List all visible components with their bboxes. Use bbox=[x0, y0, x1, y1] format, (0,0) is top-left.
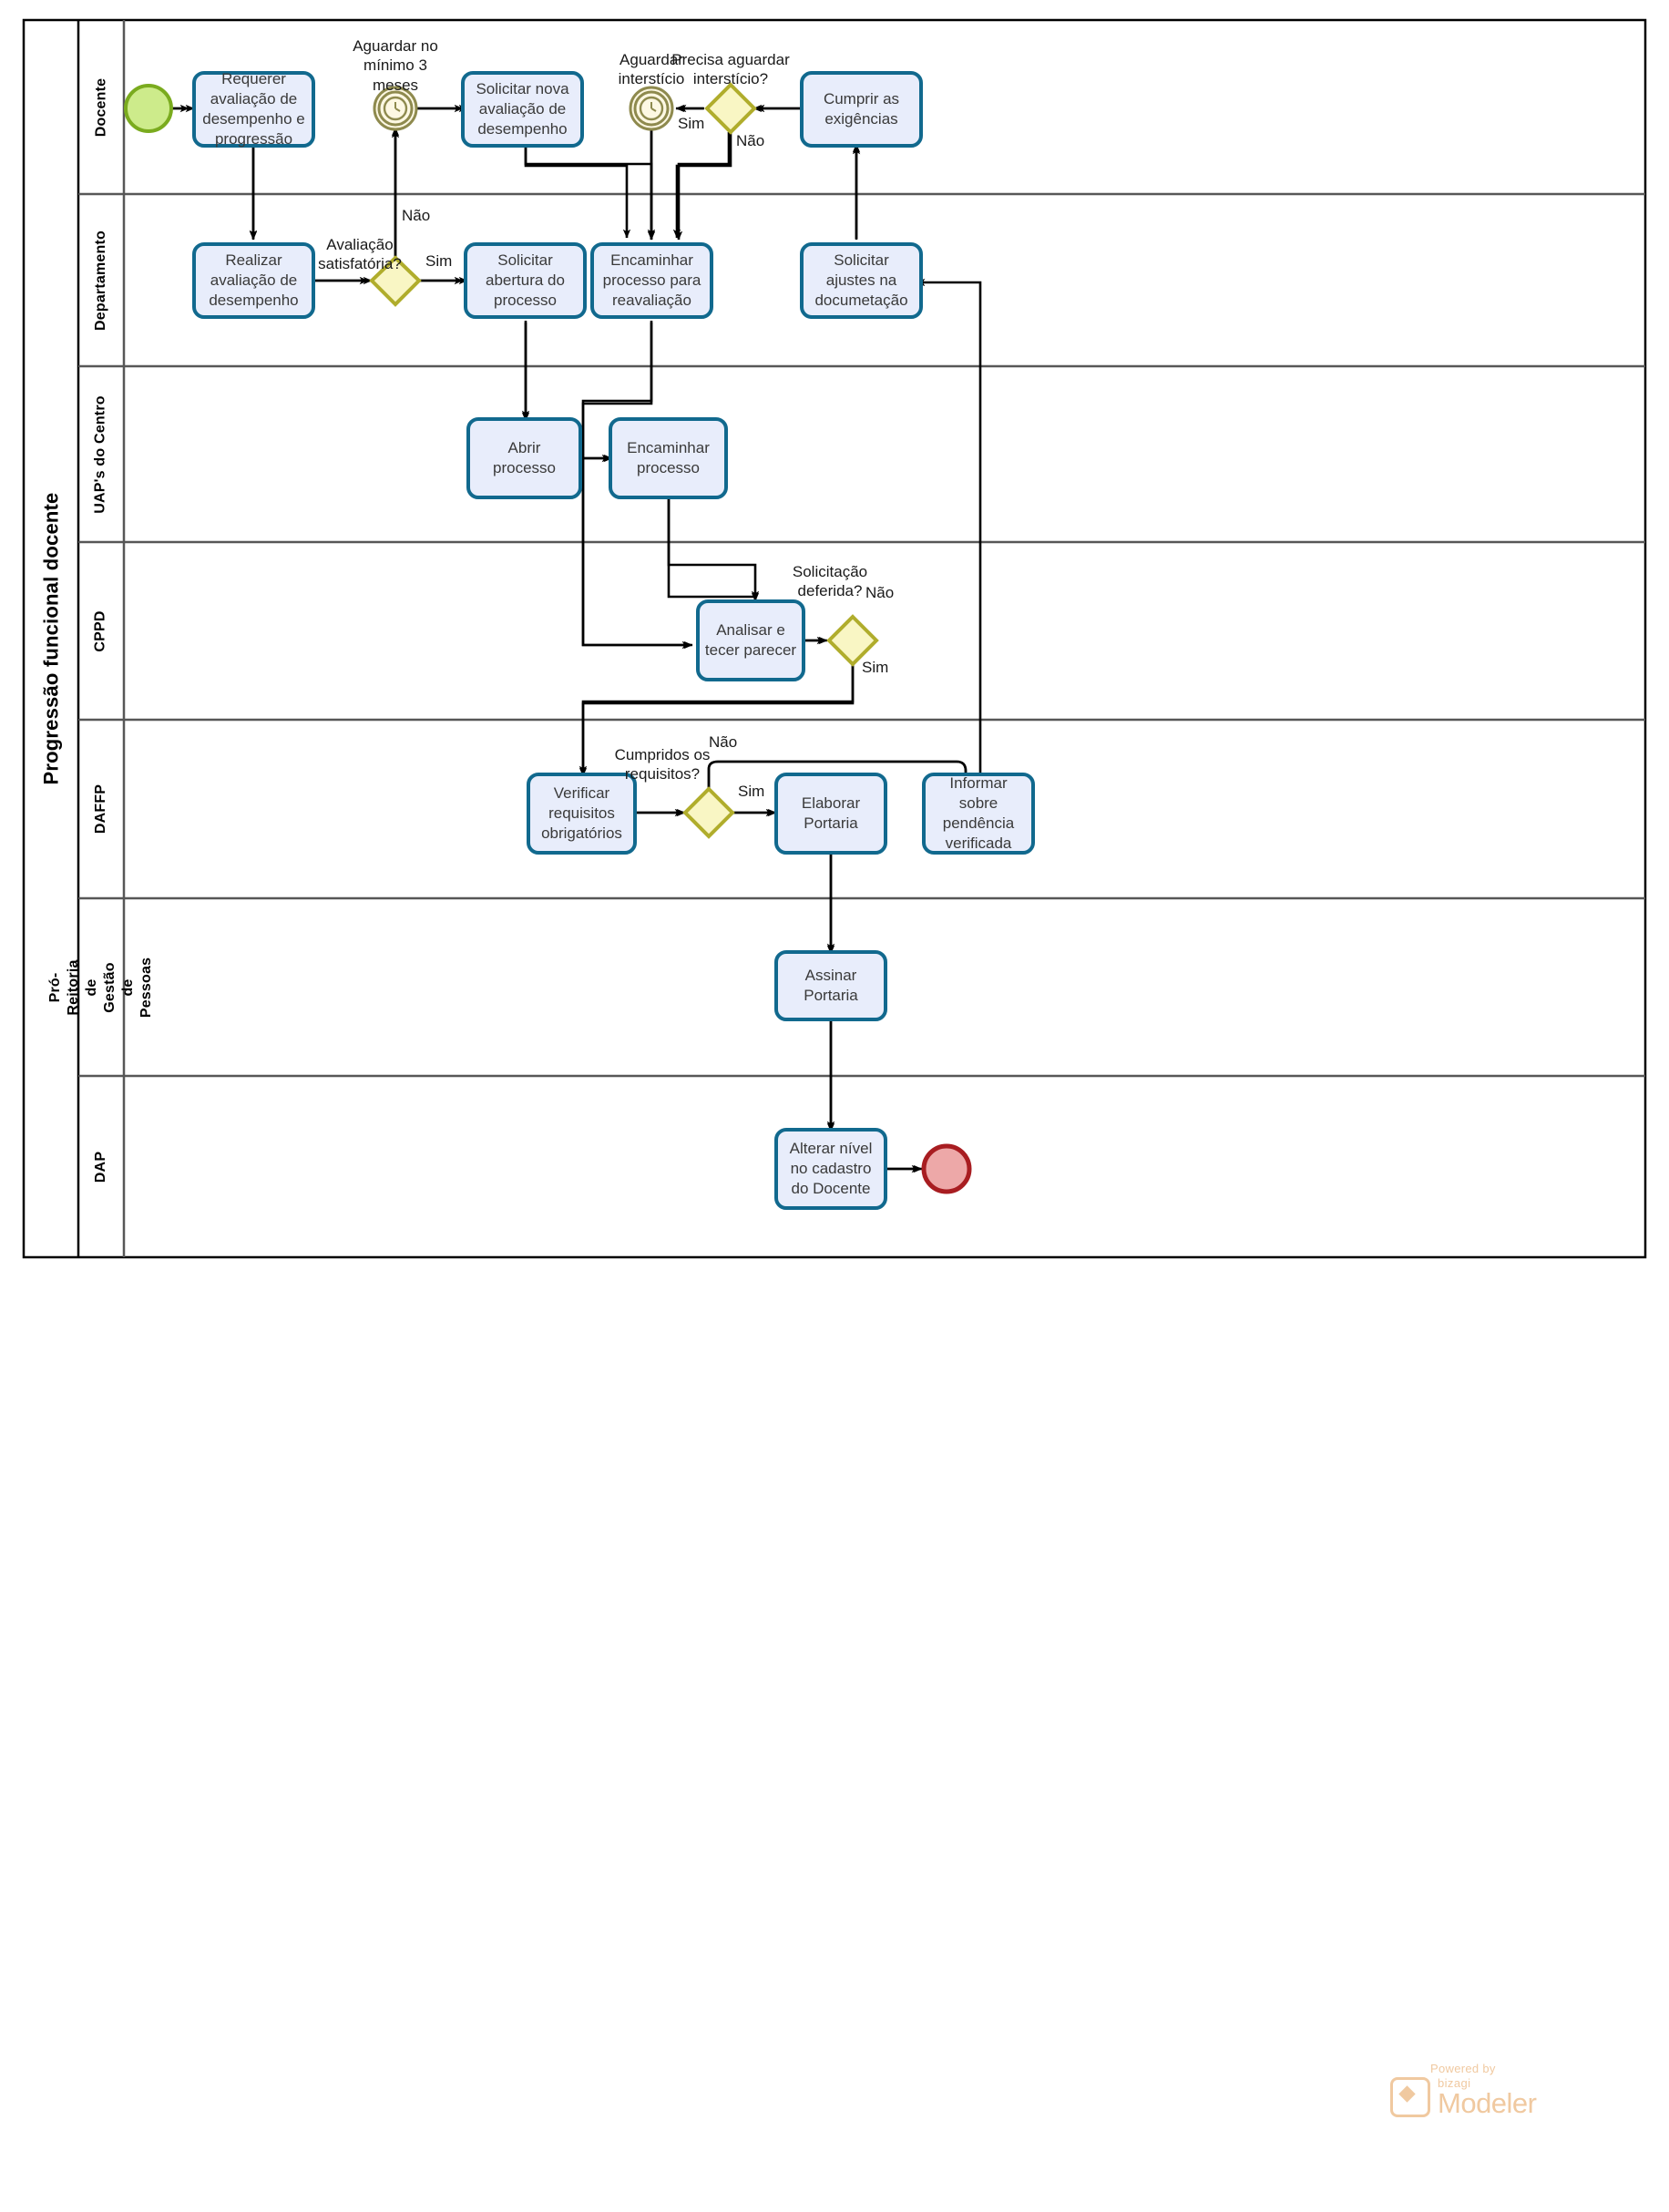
task-encaminhar-reavaliacao[interactable]: Encaminhar processo para reavaliação bbox=[602, 251, 701, 310]
gateway-label-cumpridos-requisitos: Cumpridos os requisitos? bbox=[614, 746, 711, 783]
gateway-shape bbox=[369, 255, 422, 307]
task-shape bbox=[800, 242, 923, 319]
task-shape bbox=[527, 773, 637, 855]
task-shape bbox=[696, 599, 805, 681]
task-shape bbox=[192, 71, 315, 148]
gateway-shape bbox=[682, 786, 735, 839]
task-shape bbox=[774, 1128, 887, 1210]
start-event bbox=[124, 84, 173, 133]
task-informar-pendencia[interactable]: Informar sobre pendência verificada bbox=[942, 773, 1015, 853]
flow-label-g2-nao: Não bbox=[402, 207, 431, 224]
powered-by-label: Powered by bbox=[1430, 2062, 1496, 2075]
task-shape bbox=[800, 71, 923, 148]
task-assinar-portaria[interactable]: Assinar Portaria bbox=[804, 966, 858, 1004]
lane-title-prgp: Pró-Reitoria de Gestão de Pessoas bbox=[47, 957, 154, 1018]
gateway-shape bbox=[826, 614, 879, 667]
gateway-label-precisa-aguardar: Precisa aguardar interstício? bbox=[671, 51, 790, 88]
flow-label-g3-nao: Não bbox=[865, 584, 895, 601]
task-verificar-requisitos[interactable]: Verificar requisitos obrigatórios bbox=[541, 783, 622, 843]
task-shape bbox=[590, 242, 713, 319]
gateway-shape bbox=[704, 82, 757, 135]
task-shape bbox=[774, 773, 887, 855]
lane-title-cppd: CPPD bbox=[92, 609, 108, 652]
sequence-flows-main bbox=[171, 104, 982, 1173]
lane-title-docente: Docente bbox=[93, 77, 108, 137]
task-analisar-parecer[interactable]: Analisar e tecer parecer bbox=[704, 620, 797, 659]
gateway-label-solicitacao-deferida: Solicitação deferida? bbox=[792, 563, 868, 600]
task-shape bbox=[466, 417, 582, 499]
task-abrir-processo[interactable]: Abrir processo bbox=[493, 438, 556, 476]
bizagi-logo-icon bbox=[1390, 2077, 1430, 2117]
flow-label-g1-nao: Não bbox=[736, 132, 765, 149]
timer-event bbox=[373, 86, 418, 131]
task-solicitar-nova-avaliacao[interactable]: Solicitar nova avaliação de desempenho bbox=[476, 79, 569, 138]
task-realizar-avaliacao[interactable]: Realizar avaliação de desempenho bbox=[209, 251, 299, 310]
timer-event bbox=[629, 86, 674, 131]
task-shape bbox=[192, 242, 315, 319]
lane-title-daffp: DAFFP bbox=[93, 783, 109, 835]
task-elaborar-portaria[interactable]: Elaborar Portaria bbox=[801, 794, 861, 832]
flow-label-g1-sim: Sim bbox=[678, 115, 705, 132]
flow-label-g4-nao: Não bbox=[709, 733, 738, 751]
task-requerer-avaliacao[interactable]: Requerer avaliação de desempenho e progr… bbox=[202, 69, 305, 148]
task-alterar-nivel[interactable]: Alterar nível no cadastro do Docente bbox=[789, 1139, 873, 1198]
flow-label-g3-sim: Sim bbox=[862, 659, 889, 676]
flow-label-g2-sim: Sim bbox=[425, 252, 453, 270]
lane-title-departamento: Departamento bbox=[93, 230, 109, 331]
task-shape bbox=[609, 417, 728, 499]
lane-title-dap: DAP bbox=[92, 1151, 108, 1183]
bizagi-branding: Powered by bizagi Modeler bbox=[1390, 2062, 1591, 2117]
pool-frame bbox=[22, 18, 1647, 1259]
gateway-label-avaliacao-satisfatoria: Avaliação satisfatória? bbox=[318, 236, 402, 273]
pool-title: Progressão funcional docente bbox=[39, 492, 63, 785]
task-shape bbox=[774, 950, 887, 1021]
end-event bbox=[921, 1143, 972, 1194]
timer-label-aguardar-3-meses: Aguardar no mínimo 3 meses bbox=[353, 37, 438, 94]
timer-label-aguardar-intersticio: Aguardar interstício bbox=[618, 51, 685, 88]
task-encaminhar-processo[interactable]: Encaminhar processo bbox=[627, 438, 710, 476]
bizagi-wordmark: bizagi bbox=[1438, 2076, 1471, 2090]
task-solicitar-ajustes[interactable]: Solicitar ajustes na documetação bbox=[814, 251, 908, 310]
task-shape bbox=[461, 71, 584, 148]
task-solicitar-abertura[interactable]: Solicitar abertura do processo bbox=[486, 251, 565, 310]
flow-label-g4-sim: Sim bbox=[738, 783, 765, 800]
task-shape bbox=[922, 773, 1035, 855]
modeler-wordmark: Modeler bbox=[1438, 2087, 1537, 2119]
task-cumprir-exigencias[interactable]: Cumprir as exigências bbox=[823, 89, 900, 128]
lane-title-uaps: UAP's do Centro bbox=[93, 394, 109, 514]
task-shape bbox=[464, 242, 587, 319]
